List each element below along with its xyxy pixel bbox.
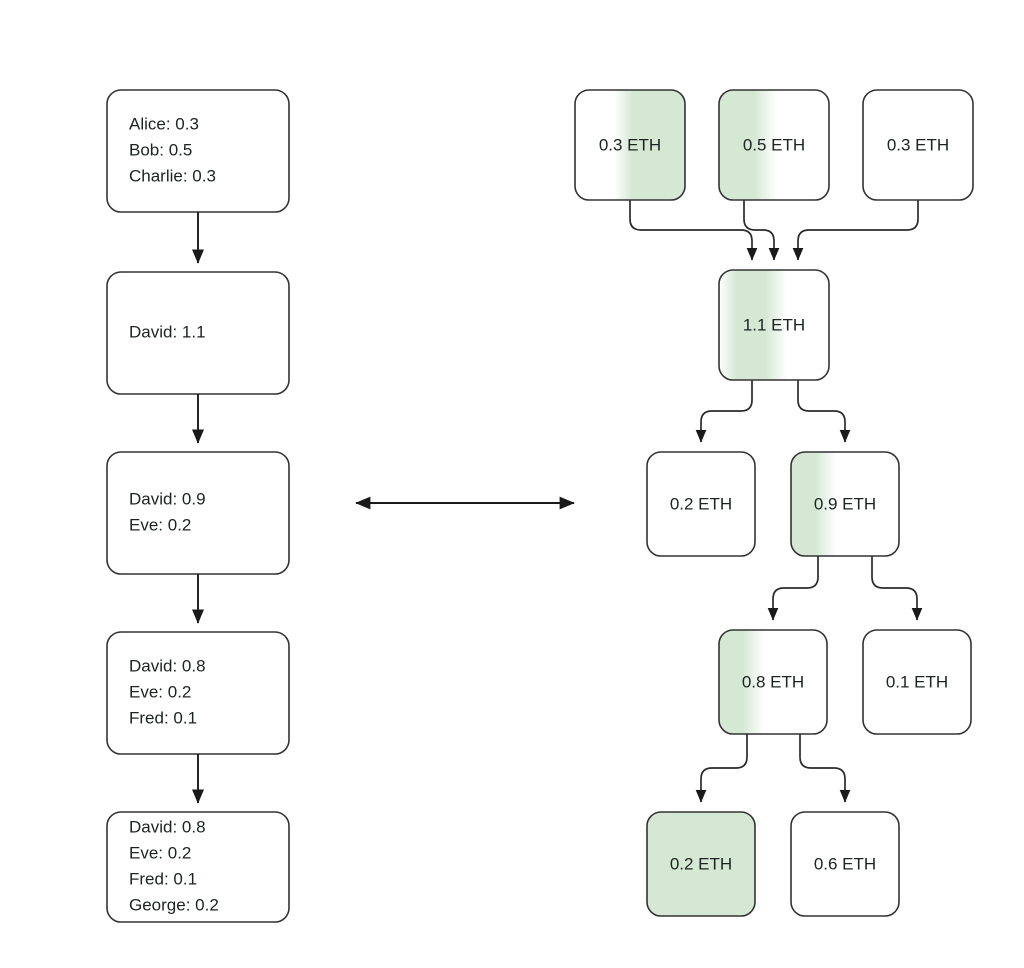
utxo-node: 1.1 ETH xyxy=(718,269,830,381)
utxo-spend-edge xyxy=(695,734,748,803)
account-balance-line: Eve: 0.2 xyxy=(129,515,191,534)
utxo-node: 0.9 ETH xyxy=(790,451,900,557)
utxo-spend-edge xyxy=(797,380,851,443)
utxo-amount-label: 0.1 ETH xyxy=(886,672,948,691)
account-balance-line: David: 0.8 xyxy=(129,656,206,675)
utxo-node: 0.3 ETH xyxy=(574,89,686,201)
utxo-spend-edge xyxy=(792,200,919,261)
utxo-node-rect xyxy=(646,451,756,557)
account-balance-line: Eve: 0.2 xyxy=(129,843,191,862)
utxo-amount-label: 1.1 ETH xyxy=(743,315,805,334)
account-state-rect xyxy=(106,451,290,575)
utxo-node: 0.1 ETH xyxy=(862,629,972,735)
utxo-node-rect xyxy=(862,89,974,201)
account-balance-line: David: 0.9 xyxy=(129,489,206,508)
utxo-node-rect xyxy=(790,811,900,917)
utxo-spend-edge xyxy=(629,200,758,261)
account-balance-line: David: 1.1 xyxy=(129,322,206,341)
utxo-node-group: 0.3 ETH 0.5 ETH 0.3 ETH 1.1 ETH 0.2 ETH 0.9 E… xyxy=(574,89,974,917)
account-balance-line: Alice: 0.3 xyxy=(129,114,199,133)
utxo-spend-edge xyxy=(871,556,923,621)
account-balance-line: David: 0.8 xyxy=(129,817,206,836)
utxo-edge-group xyxy=(629,200,923,803)
utxo-amount-label: 0.2 ETH xyxy=(670,854,732,873)
utxo-node-rect xyxy=(646,811,756,917)
utxo-node: 0.3 ETH xyxy=(862,89,974,201)
account-state-box: David: 1.1 xyxy=(106,271,290,395)
utxo-node: 0.2 ETH xyxy=(646,451,756,557)
account-balance-line: Fred: 0.1 xyxy=(129,869,197,888)
utxo-amount-label: 0.2 ETH xyxy=(670,494,732,513)
utxo-node: 0.8 ETH xyxy=(718,629,828,735)
utxo-amount-label: 0.3 ETH xyxy=(887,135,949,154)
account-balance-line: Fred: 0.1 xyxy=(129,708,197,727)
utxo-spend-edge xyxy=(743,200,780,261)
account-state-rect xyxy=(106,811,290,923)
utxo-node: 0.2 ETH xyxy=(646,811,756,917)
utxo-amount-label: 0.5 ETH xyxy=(743,135,805,154)
account-balance-line: Bob: 0.5 xyxy=(129,140,192,159)
utxo-node-rect xyxy=(718,269,830,381)
utxo-amount-label: 0.6 ETH xyxy=(814,854,876,873)
utxo-node: 0.6 ETH xyxy=(790,811,900,917)
utxo-node-rect xyxy=(574,89,686,201)
utxo-node-rect xyxy=(790,451,900,557)
account-balance-line: Charlie: 0.3 xyxy=(129,166,216,185)
utxo-spend-edge xyxy=(767,556,819,621)
utxo-spend-edge xyxy=(695,380,753,443)
utxo-amount-label: 0.8 ETH xyxy=(742,672,804,691)
utxo-node-rect xyxy=(718,89,830,201)
utxo-spend-edge xyxy=(799,734,851,803)
utxo-amount-label: 0.3 ETH xyxy=(599,135,661,154)
utxo-node-rect xyxy=(718,629,828,735)
utxo-amount-label: 0.9 ETH xyxy=(814,494,876,513)
account-balance-line: George: 0.2 xyxy=(129,895,219,914)
account-balance-line: Eve: 0.2 xyxy=(129,682,191,701)
utxo-node-rect xyxy=(862,629,972,735)
utxo-node: 0.5 ETH xyxy=(718,89,830,201)
